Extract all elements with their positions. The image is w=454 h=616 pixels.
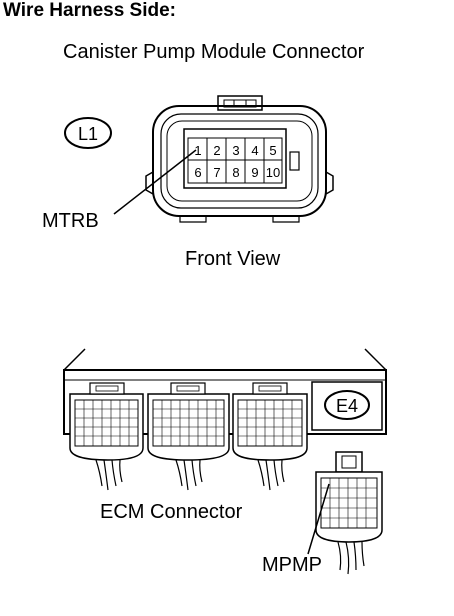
l1-pin-6: 6: [194, 165, 201, 180]
l1-pin-1: 1: [194, 143, 201, 158]
ecm-subconnector-2: [147, 382, 230, 491]
l1-code-text: L1: [78, 124, 98, 144]
mtrb-leader-line: [113, 149, 197, 215]
canister-connector-title: Canister Pump Module Connector: [63, 41, 365, 63]
page-heading: Wire Harness Side:: [3, 0, 177, 21]
ecm-connector-label: ECM Connector: [100, 501, 243, 523]
l1-pin-8: 8: [232, 165, 239, 180]
l1-pin-5: 5: [269, 143, 276, 158]
e4-code-text: E4: [336, 396, 358, 416]
l1-code-badge: L1: [64, 117, 112, 149]
l1-pin-3: 3: [232, 143, 239, 158]
e4-harness-connector: [315, 451, 383, 575]
ecm-subconnector-1: [69, 382, 144, 491]
mtrb-label: MTRB: [42, 210, 99, 232]
l1-pin-10: 10: [266, 165, 280, 180]
l1-pin-4: 4: [251, 143, 258, 158]
l1-pin-9: 9: [251, 165, 258, 180]
l1-pin-7: 7: [213, 165, 220, 180]
canister-pump-connector: [145, 95, 334, 223]
l1-pin-numbers: 1 2 3 4 5 6 7 8 9 10: [194, 143, 280, 180]
ecm-code-badge: E4: [311, 381, 383, 431]
ecm-subconnector-3: [232, 382, 308, 491]
mpmp-label: MPMP: [262, 554, 322, 576]
front-view-label: Front View: [185, 248, 281, 270]
mpmp-leader-line: [307, 483, 330, 555]
l1-pin-2: 2: [213, 143, 220, 158]
